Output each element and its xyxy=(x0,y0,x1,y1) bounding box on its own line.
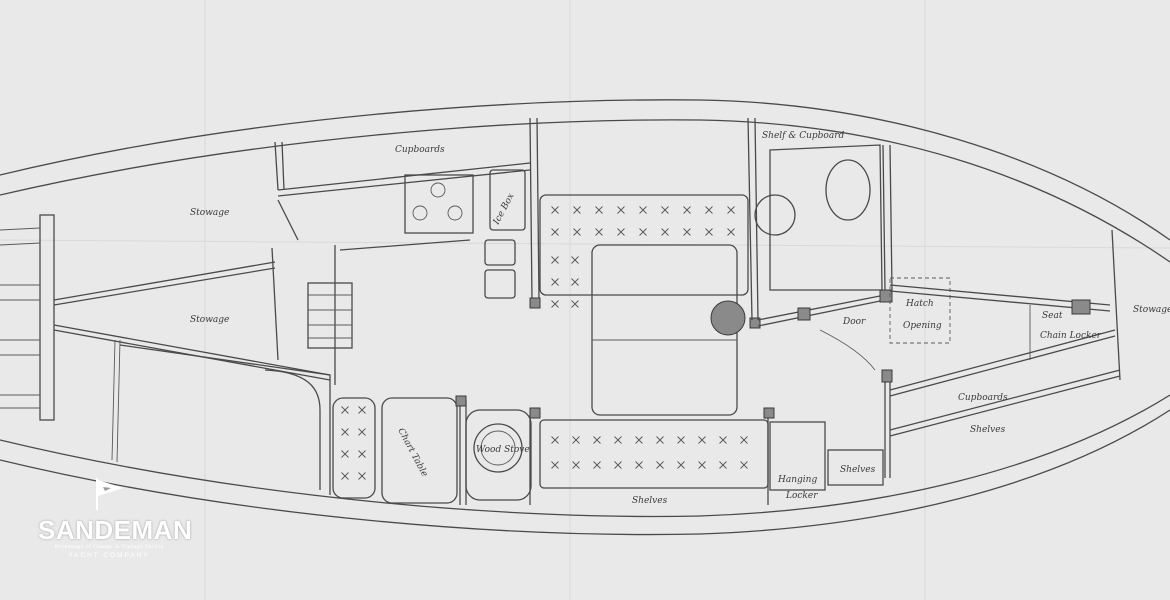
sink-2 xyxy=(484,269,516,299)
label-shelves-bottom: Shelves xyxy=(632,496,668,506)
label-seat: Seat xyxy=(1042,311,1063,321)
head-compartment xyxy=(747,117,1121,491)
label-shelves-right: Shelves xyxy=(970,425,1006,435)
label-ice-box: Ice Box xyxy=(491,192,516,228)
chart-table xyxy=(381,397,458,504)
label-shelves-mid: Shelves xyxy=(840,465,876,475)
label-hanging: Hanging xyxy=(777,475,817,485)
flag-icon xyxy=(96,478,123,510)
label-stowage-upper: Stowage xyxy=(190,208,229,218)
label-chain-locker: Chain Locker xyxy=(1040,331,1102,341)
label-stowage-bow: Stowage xyxy=(1133,305,1170,315)
chart-table-area xyxy=(119,344,532,505)
mast-step xyxy=(710,300,746,336)
logo-brand: SANDEMAN xyxy=(38,515,193,545)
wash-basin xyxy=(754,194,796,236)
sandeman-logo: SANDEMAN Brokerage of Classic & Vintage … xyxy=(38,476,193,560)
stove xyxy=(404,174,474,234)
logo-sub: YACHT COMPANY xyxy=(68,552,150,559)
label-door: Door xyxy=(842,317,866,327)
wood-stove xyxy=(473,423,523,473)
label-stowage-lower: Stowage xyxy=(190,315,229,325)
label-cupboards-bottom: Cupboards xyxy=(958,393,1008,403)
label-wood-stove: Wood Stove xyxy=(476,445,530,455)
hanging-locker xyxy=(769,421,826,491)
stern-structure xyxy=(0,214,331,463)
saloon-table xyxy=(591,244,738,416)
ice-box xyxy=(489,169,526,231)
label-cupboards-top: Cupboards xyxy=(395,145,445,155)
cushion-marks xyxy=(341,206,748,480)
logo-tagline: Brokerage of Classic & Vintage Yachts xyxy=(54,544,164,550)
label-opening: Opening xyxy=(903,321,942,331)
hatch-opening xyxy=(889,277,951,344)
label-chart-table: Chart Table xyxy=(395,427,429,479)
label-hatch: Hatch xyxy=(905,299,934,309)
galley xyxy=(271,117,540,385)
companionway-steps xyxy=(307,282,353,349)
label-locker: Locker xyxy=(785,491,818,501)
saloon xyxy=(529,194,775,505)
label-shelf-cupboard: Shelf & Cupboard xyxy=(762,131,845,141)
toilet xyxy=(825,159,871,221)
sink-1 xyxy=(484,239,516,266)
hull-outline xyxy=(0,99,1170,536)
